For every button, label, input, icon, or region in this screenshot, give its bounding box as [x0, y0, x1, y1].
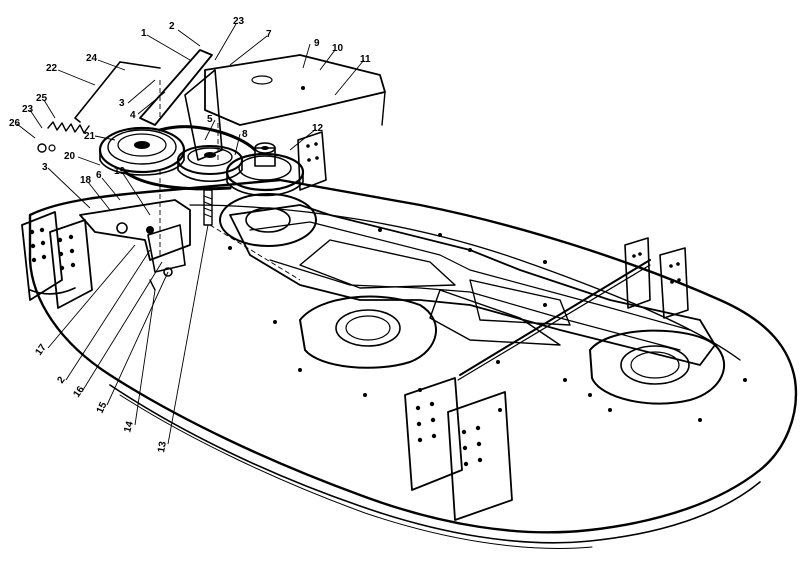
callout-26: 26: [9, 118, 21, 129]
callout-2-b: 2: [55, 374, 67, 385]
callout-17: 17: [33, 342, 49, 358]
spring-assembly: [37, 61, 161, 153]
callout-13: 13: [156, 440, 169, 453]
callout-8: 8: [242, 129, 248, 140]
callout-4: 4: [130, 110, 136, 121]
callout-25: 25: [36, 93, 48, 104]
callout-5: 5: [207, 114, 213, 125]
drive-belt: [123, 125, 257, 191]
spindle-housing-left: [219, 193, 317, 247]
deck-rod: [457, 259, 651, 381]
callout-12: 12: [312, 123, 324, 134]
callout-23-b: 23: [22, 104, 34, 115]
spindle-housing-right: [589, 329, 726, 405]
callout-21: 21: [84, 131, 96, 142]
deck-bolt-holes: [228, 228, 747, 422]
callout-7: 7: [266, 29, 272, 40]
callout-11: 11: [360, 54, 371, 65]
part-callouts: 1 2 23 7 9 10 11 24 22 25 3 4 23 26 21 5…: [9, 16, 371, 454]
callout-23: 23: [233, 16, 245, 27]
callout-24: 24: [86, 53, 98, 64]
assembly-centerlines: [159, 80, 301, 281]
rear-bracket-plates: [297, 131, 689, 319]
callout-18: 18: [80, 175, 92, 186]
spindle-pulley: [225, 142, 305, 197]
callout-2: 2: [169, 21, 175, 32]
callout-10: 10: [332, 43, 344, 54]
callout-3: 3: [119, 98, 125, 109]
callout-16: 16: [71, 384, 87, 400]
callout-14: 14: [122, 420, 136, 434]
belt-shield-cover: [204, 54, 386, 126]
callout-6: 6: [96, 170, 102, 181]
leader-lines: [16, 23, 365, 445]
callout-1: 1: [141, 28, 147, 39]
spindle-bolt: [203, 189, 213, 226]
callout-19: 19: [114, 166, 126, 177]
callout-9: 9: [314, 38, 320, 49]
idler-pulley: [177, 145, 243, 182]
callout-20: 20: [64, 151, 76, 162]
callout-3-b: 3: [42, 162, 48, 173]
deck-top-brace: [229, 204, 716, 366]
callout-22: 22: [46, 63, 58, 74]
front-side-bracket: [404, 377, 513, 521]
callout-15: 15: [95, 400, 110, 415]
height-adjust-bracket: [29, 199, 191, 295]
drive-pulley-large: [98, 126, 186, 176]
spindle-housing-center: [299, 295, 437, 369]
left-side-bracket: [21, 211, 93, 309]
